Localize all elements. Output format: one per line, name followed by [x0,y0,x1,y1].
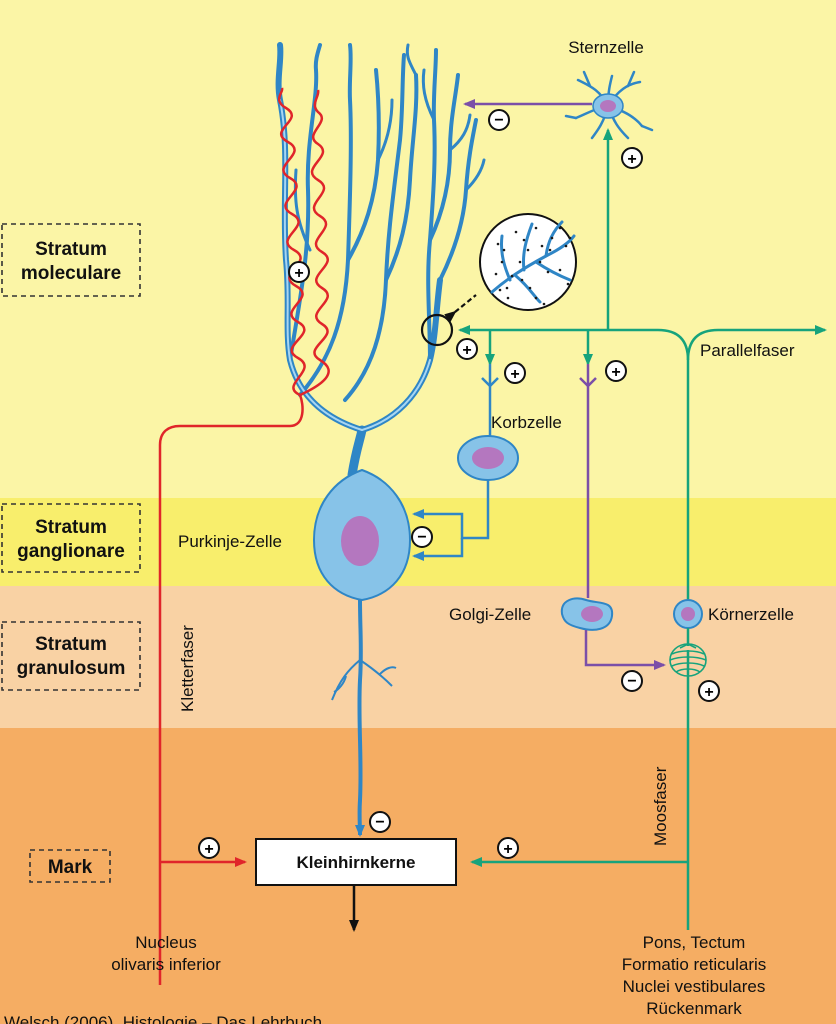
nucleus-label-line2: olivaris inferior [111,955,221,974]
layer-ganglionare-line2: ganglionare [17,541,125,562]
svg-text:+: + [294,265,303,282]
moosfaser-label: Moosfaser [651,766,670,846]
layer-label-ganglionare: Stratum ganglionare [1,503,141,573]
layer-ganglionare-line1: Stratum [35,517,107,538]
stern-cell [463,70,654,140]
svg-text:−: − [494,112,503,129]
purkinje-label: Purkinje-Zelle [178,532,282,551]
purkinje-cell [312,468,412,837]
mossy-fiber [458,128,827,930]
svg-text:−: − [375,814,384,831]
svg-text:+: + [462,342,471,359]
layer-moleculare-line2: moleculare [21,263,121,284]
granule-cell [673,599,703,646]
sign-minus-korb: − [411,526,433,548]
sign-badges: − + + + + + − − + − + + [198,109,720,859]
sign-minus-purkinje-axon: − [369,811,391,833]
parallelfaser-label: Parallelfaser [700,341,795,360]
sign-plus-stern: + [621,147,643,169]
layer-label-mark: Mark [29,849,111,883]
svg-text:+: + [704,684,713,701]
synapse-magnifier [420,213,577,347]
layer-moleculare-bg [0,0,836,498]
layer-moleculare-line1: Stratum [35,239,107,260]
kleinhirnkerne-label: Kleinhirnkerne [296,853,415,872]
basket-cell [412,364,519,561]
svg-text:+: + [204,841,213,858]
climbing-fiber [158,87,330,985]
layer-label-granulosum: Stratum granulosum [1,621,141,691]
purkinje-dendrites-highlight [279,99,431,431]
korbzelle-label: Korbzelle [491,413,562,432]
svg-text:+: + [510,366,519,383]
sign-plus-mossy-nuclei: + [497,837,519,859]
layer-granulosum-line1: Stratum [35,634,107,655]
kleinhirnkerne-box: Kleinhirnkerne [255,838,457,932]
pons-label-line4: Rückenmark [646,999,742,1018]
svg-text:+: + [611,364,620,381]
sign-minus-stern: − [488,109,510,131]
svg-text:+: + [503,841,512,858]
layer-mark-text: Mark [48,857,93,878]
pons-label-line3: Nuclei vestibulares [623,977,766,996]
citation-text: Welsch (2006), Histologie – Das Lehrbuch [4,1013,322,1024]
sign-plus-korb: + [504,362,526,384]
sign-plus-golgi-dendrite: + [605,360,627,382]
sign-plus-parallel: + [456,338,478,360]
sign-plus-climbing: + [288,261,310,283]
pons-label-line2: Formatio reticularis [622,955,767,974]
svg-text:−: − [627,673,636,690]
sign-plus-mossy: + [698,680,720,702]
sign-plus-climbing-nuclei: + [198,837,220,859]
koernerzelle-label: Körnerzelle [708,605,794,624]
golgi-cell [560,364,666,670]
layer-granulosum-line2: granulosum [17,658,126,679]
pons-label-line1: Pons, Tectum [643,933,746,952]
layer-label-moleculare: Stratum moleculare [1,223,141,297]
svg-text:+: + [627,151,636,168]
nucleus-label-line1: Nucleus [135,933,196,952]
sign-minus-golgi: − [621,670,643,692]
golgi-label: Golgi-Zelle [449,605,531,624]
sternzelle-label: Sternzelle [568,38,644,57]
svg-text:−: − [417,529,426,546]
purkinje-nucleus [341,516,379,566]
kletterfaser-label: Kletterfaser [178,625,197,712]
